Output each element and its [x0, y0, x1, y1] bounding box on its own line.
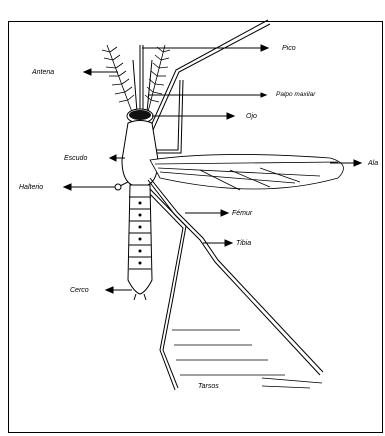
label-escudo: Escudo — [64, 155, 87, 162]
label-halterio: Halterio — [19, 184, 43, 191]
label-femur: Fémur — [232, 210, 252, 217]
label-pico: Pico — [282, 45, 296, 52]
thorax — [122, 121, 158, 186]
label-tarsos: Tarsos — [198, 383, 219, 390]
right-antenna — [145, 45, 170, 112]
label-antena: Antena — [32, 69, 54, 76]
left-antenna — [102, 45, 134, 112]
label-tibia: Tibia — [236, 240, 251, 247]
label-ala: Ala — [368, 160, 378, 167]
halter — [115, 182, 128, 190]
proboscis — [140, 45, 143, 112]
abdomen — [128, 185, 152, 300]
label-palpo-maxilar: Palpo maxilar — [276, 92, 315, 99]
wing — [150, 154, 343, 190]
eye — [129, 110, 151, 120]
label-ojo: Ojo — [246, 113, 257, 120]
tarsi — [172, 330, 322, 388]
label-cerco: Cerco — [70, 287, 89, 294]
